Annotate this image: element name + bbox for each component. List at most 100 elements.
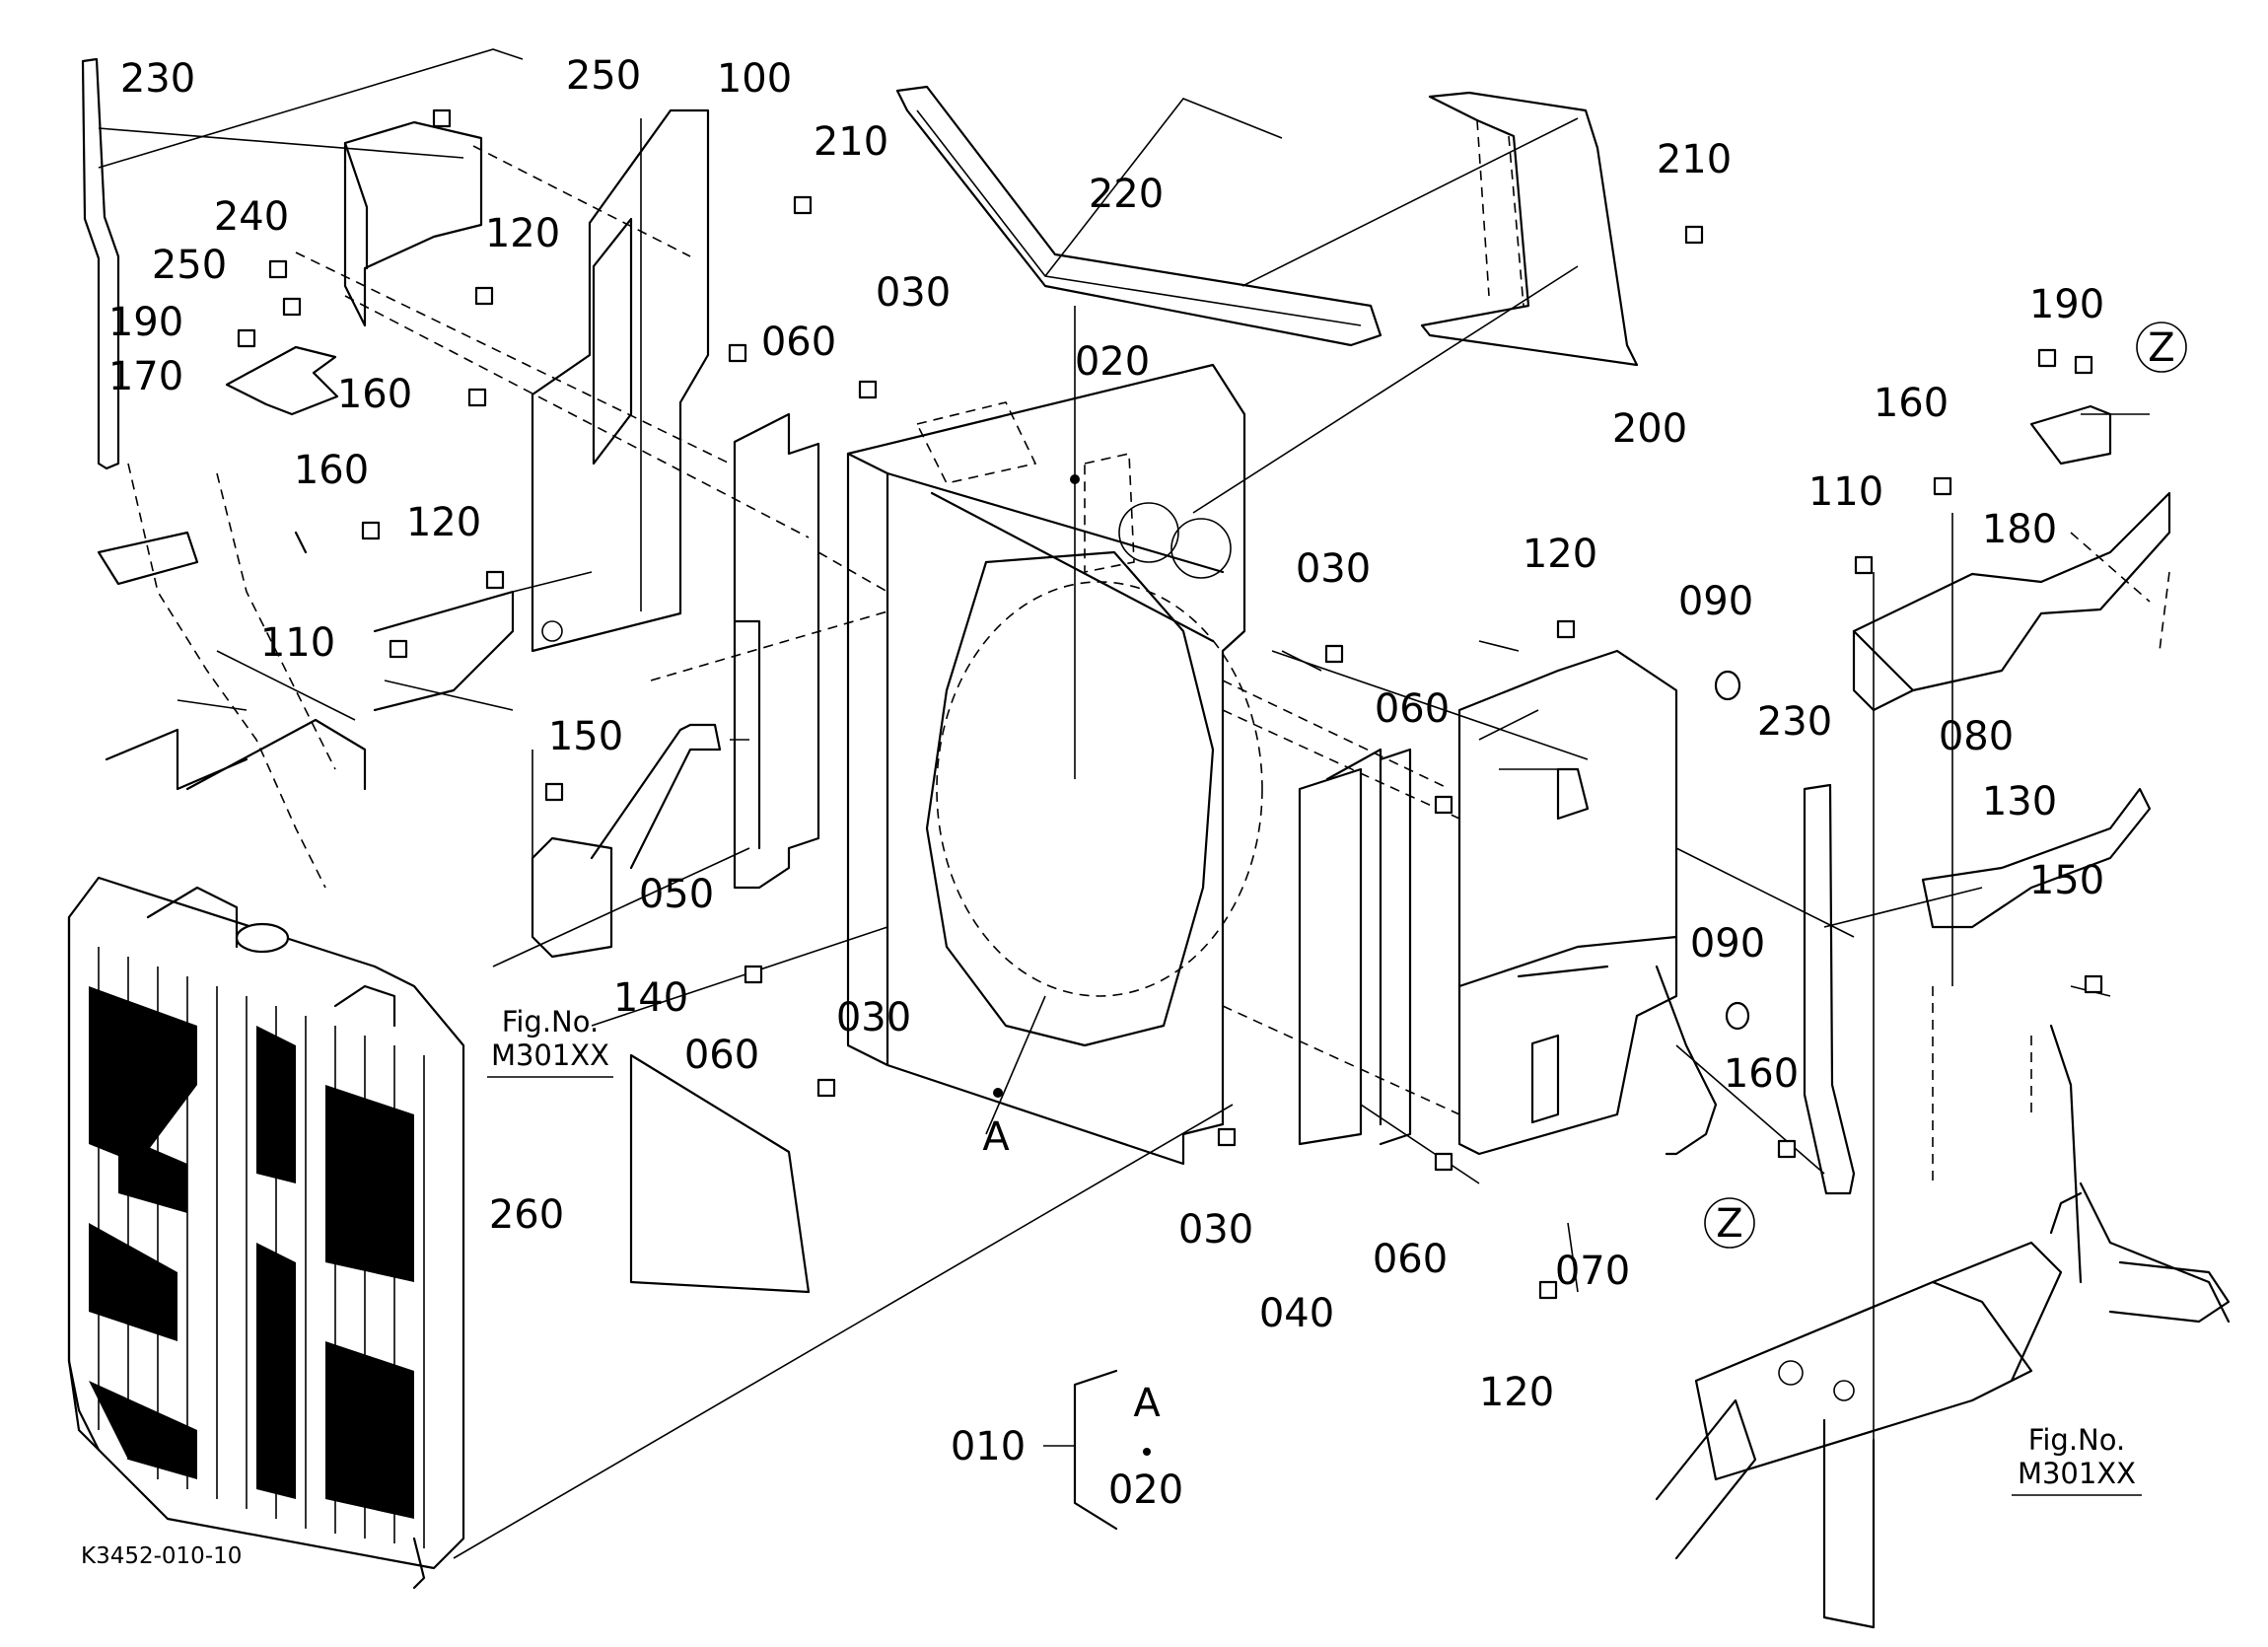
callout-number: 030 [836,995,911,1040]
bolt-icon [744,965,763,984]
bolt-icon [1854,555,1874,575]
callout-layer: 230 250 100 210 220 210 240 120 250 060 030 020 190 1… [108,53,2104,1513]
radiator-core [67,876,465,1590]
bolt-icon [1538,1280,1558,1300]
part-100-side-panel [531,108,710,653]
bolt-icon [474,286,494,306]
bolt-icon [1777,1139,1797,1159]
callout-number: 160 [337,372,412,417]
leader-lines [98,48,2150,1559]
callout-number: 120 [1523,532,1597,577]
callout-number: 110 [1808,469,1883,515]
part-070-side-cover [1457,649,1718,1156]
right-frame-outline [1655,986,2231,1629]
callout-number: 100 [717,56,792,102]
bolt-icon [858,380,878,399]
callout-number: 030 [1178,1207,1253,1253]
bolt-icon [361,521,381,540]
callout-number: 210 [814,119,888,165]
callout-number: 040 [1259,1291,1334,1336]
bolt-icon [389,639,408,659]
part-080-plate [1852,491,2171,712]
view-label-layer: A A Z Z [982,325,2174,1426]
figure-ref-underlines [487,1076,2142,1496]
figure-ref-label: Fig.No. [502,1005,599,1038]
grommet-icon [1725,1001,1750,1031]
part-260-sheet [629,1053,811,1294]
diagram-artwork [67,48,2231,1629]
callout-number: 090 [1678,579,1753,624]
projection-lines [295,145,2170,1115]
bolt-icon [2037,348,2057,368]
callout-number: 120 [1479,1370,1554,1415]
callout-number: 120 [485,211,560,256]
callout-number: 230 [1757,699,1832,745]
callout-number: 010 [951,1424,1026,1469]
callout-number: 070 [1555,1249,1630,1294]
callout-number: 210 [1657,137,1732,182]
callout-number: 020 [1075,339,1150,385]
drawing-code-label: K3452-010-10 [81,1543,242,1569]
bolt-icon [432,108,452,128]
bolt-icon [2084,974,2103,994]
callout-number: 150 [2029,858,2104,903]
left-frame-outline [97,463,515,889]
callout-number: 200 [1612,406,1687,452]
view-z-circles [1704,322,2187,1249]
callout-number: 060 [1375,686,1450,732]
callout-number: 260 [489,1192,564,1238]
part-230-right-strip [1803,783,1856,1195]
callout-number: 030 [1296,546,1371,592]
view-marker-dots [993,474,1151,1456]
callout-number: 060 [684,1033,759,1078]
callout-number: 230 [120,56,195,102]
callout-number: 030 [876,270,951,316]
view-label: Z [2148,325,2174,371]
callout-number: 160 [1874,381,1949,426]
callout-number: 190 [108,300,183,345]
callout-number: 150 [548,714,623,759]
part-050-baffle [733,412,820,890]
part-170-plate [225,345,339,416]
grommet-icon [1714,670,1741,701]
callout-number: 240 [214,194,289,240]
callout-number: 110 [260,620,335,666]
bolt-icon [237,328,256,348]
part-230-left-strip [81,57,120,470]
part-180-small-bracket [2029,404,2112,465]
bolt-icon [467,388,487,407]
callout-number: 160 [294,448,369,493]
callout-number: 220 [1089,172,1164,217]
group-bracket-010 [1043,1369,1118,1531]
bolt-icon [268,259,288,279]
callout-number: 020 [1108,1468,1183,1513]
bolt-icon [1434,795,1453,815]
callout-number: 170 [108,354,183,399]
callout-number: 250 [566,53,641,99]
bolt-icon [1556,619,1576,639]
view-label: A [982,1114,1010,1160]
bolt-icon [793,195,813,215]
callout-number: 250 [152,243,227,288]
part-240-bracket [343,120,483,327]
bolt-icon [816,1078,836,1098]
part-200-upper-cover [1420,91,1639,367]
part-140-bracket [531,723,722,959]
bolt-icon [1434,1152,1453,1172]
view-label: Z [1716,1201,1742,1247]
callout-number: 130 [1982,779,2057,824]
callout-number: 180 [1982,507,2057,552]
part-shroud-frame [846,363,1263,1166]
callout-number: 050 [639,872,714,917]
callout-number: 080 [1939,714,2014,759]
bolt-icon [1933,476,1952,496]
figure-ref-number: M301XX [2018,1457,2136,1490]
bolt-icon [1684,225,1704,245]
callout-number: 060 [761,320,836,365]
callout-number: 190 [2029,282,2104,327]
bolt-hardware [237,108,2103,1300]
callout-number: 090 [1690,921,1765,967]
view-label: A [1133,1381,1161,1426]
callout-number: 160 [1724,1051,1799,1097]
